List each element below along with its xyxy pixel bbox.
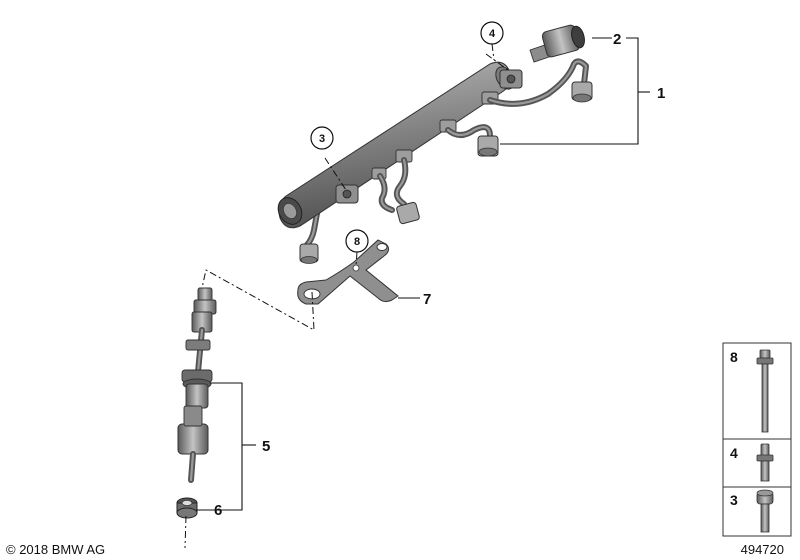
high-pressure-pipe	[177, 287, 217, 483]
legend-item-8-label: 8	[730, 349, 738, 365]
legend-item-4: 4	[730, 443, 774, 482]
callout-7: 7	[423, 291, 431, 308]
callout-1: 1	[657, 85, 665, 102]
circled-callout-8: 8	[345, 229, 369, 253]
circled-callout-4-label: 4	[489, 28, 496, 40]
circled-callout-8-label: 8	[354, 236, 360, 248]
seal-ring	[176, 497, 198, 519]
circled-callout-3-label: 3	[319, 133, 325, 145]
legend-item-4-label: 4	[730, 445, 738, 461]
pressure-sensor	[529, 24, 585, 63]
callout-5: 5	[262, 438, 270, 455]
callout-6: 6	[214, 502, 222, 519]
callout-2: 2	[613, 31, 621, 48]
legend-item-8: 8	[730, 349, 774, 433]
circled-callout-4: 4	[480, 21, 504, 61]
reference-lines	[184, 53, 509, 549]
legend-item-3-label: 3	[730, 492, 738, 508]
fastener-legend: 8 4 3	[722, 342, 792, 537]
image-number: 494720	[741, 542, 784, 557]
copyright-text: © 2018 BMW AG	[6, 542, 105, 557]
leader-lines	[196, 37, 650, 511]
legend-item-3: 3	[730, 489, 774, 533]
circled-callout-3: 3	[310, 126, 334, 150]
fuel-rail	[277, 58, 593, 264]
